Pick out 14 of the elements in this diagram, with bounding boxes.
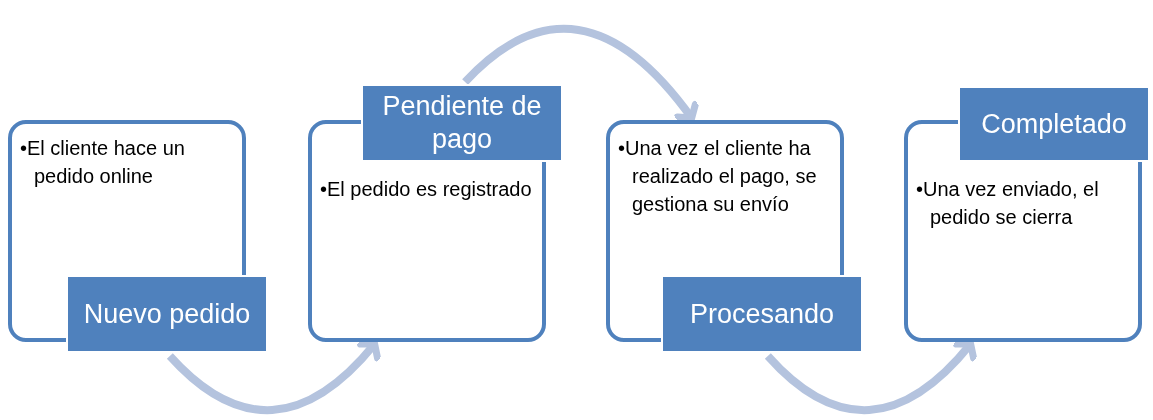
process-step [606, 120, 863, 353]
step-title: Pendiente de pago [361, 84, 563, 162]
step-description: •Una vez enviado, el pedido se cierra [916, 177, 1100, 230]
process-step [8, 120, 268, 353]
process-step [904, 86, 1150, 342]
step-title: Completado [958, 86, 1150, 162]
step-description: •El cliente hace un pedido online [20, 136, 186, 189]
step-description: •Una vez el cliente ha realizado el pago, se gestiona su envío [618, 136, 818, 217]
step-title: Nuevo pedido [66, 275, 268, 353]
step-description: •El pedido es registrado [320, 177, 533, 202]
process-step [308, 84, 563, 342]
curved-arrow [462, 25, 699, 122]
curved-arrow [764, 340, 977, 414]
step-title: Procesando [661, 275, 863, 353]
